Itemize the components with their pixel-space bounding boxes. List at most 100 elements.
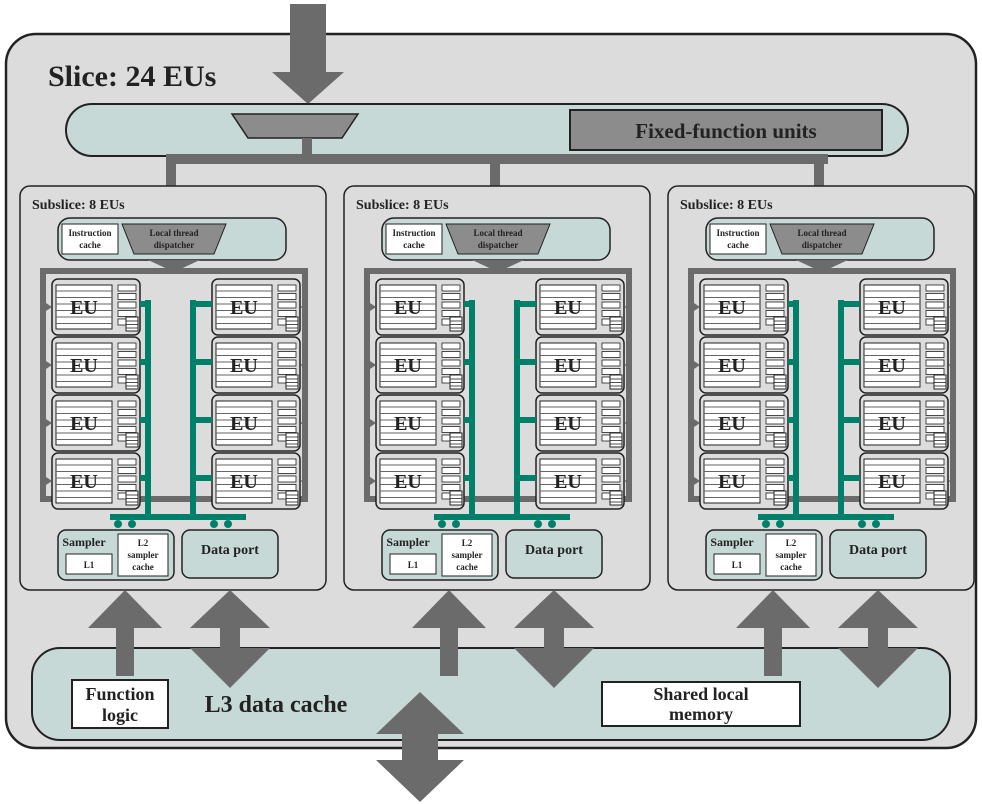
sampler-up-arrow [88,590,162,676]
eu-register-file [863,400,921,446]
l2-line2: sampler [128,550,159,560]
local-thread-dispatcher-line2: dispatcher [802,240,843,250]
bus-node [210,520,218,528]
eu-send-unit [285,490,299,506]
eu-function-unit [925,351,945,358]
eu-function-unit [117,368,137,375]
bus-left [145,300,151,518]
l1-label: L1 [732,560,743,570]
eu-thread-arrow [300,361,308,369]
eu-label: EU [394,471,422,493]
bus-node [872,520,880,528]
eu-thread-arrow [694,361,700,369]
eu-label: EU [70,297,98,319]
eu-function-unit [925,426,945,433]
l1-label: L1 [84,560,95,570]
eu-label: EU [878,471,906,493]
eu-function-unit [765,417,785,425]
eu-function-unit [601,417,621,425]
subslice-title: Subslice: 8 EUs [32,198,125,213]
eu-bus-link [788,359,799,365]
eu-thread-arrow [694,303,700,311]
bus-node [534,520,542,528]
eu-thread-arrow [46,477,52,485]
bus-node [114,520,122,528]
eu-register-file [539,342,597,388]
eu-register-file [703,400,761,446]
l2-line3: cache [456,562,478,572]
function-logic-line1: Function [85,684,154,704]
sampler-up-arrow [736,590,810,676]
eu-function-unit [925,301,945,309]
bus-node [452,520,460,528]
instruction-cache-line2: cache [79,240,101,250]
eu-register-file [863,284,921,330]
eu-function-unit [277,409,297,416]
eu-function-unit [765,301,785,309]
eu-label: EU [554,413,582,435]
eu-block: EU [46,278,151,336]
eu-thread-arrow [624,361,632,369]
eu-function-unit [277,458,297,466]
eu-function-unit [117,409,137,416]
function-logic-box [71,679,169,729]
eu-thread-arrow [46,303,52,311]
subslice-feed-line [814,154,824,188]
data-port-label: Data port [849,543,907,558]
eu-send-unit [609,432,623,448]
eu-send-unit [285,374,299,390]
l2-line1: L2 [462,538,473,548]
eu-function-unit [441,301,461,309]
l3-cache-bar [31,647,951,741]
eu-function-unit [925,475,945,483]
eu-send-unit [125,316,139,332]
eu-block: EU [694,394,799,452]
subslice-feed-line [490,154,500,188]
l1-box [713,553,761,575]
top-input-arrow [272,4,344,104]
data-port-bidirectional-arrow [514,590,594,688]
eu-function-unit [117,351,137,358]
eu-block: EU [694,278,799,336]
eu-thread-arrow [624,303,632,311]
eu-block: EU [46,336,151,394]
eu-bus-link [196,301,212,307]
eu-bus-link [464,475,475,481]
eu-register-file [539,284,597,330]
eu-function-unit [441,400,461,408]
eu-function-unit [601,368,621,375]
eu-send-unit [449,432,463,448]
eu-block: EU [196,394,308,452]
data-port-box [505,529,603,579]
sampler-label: Sampler [62,535,106,549]
eu-function-unit [925,342,945,350]
eu-function-unit [765,359,785,367]
bus-node [776,520,784,528]
eu-send-unit [773,432,787,448]
eu-thread-arrow [694,419,700,427]
l1-box [65,553,113,575]
eu-thread-arrow [694,477,700,485]
bus-bottom [758,514,894,520]
eu-bus-link [464,417,475,423]
eu-thread-arrow [370,477,376,485]
thread-frame-right [626,268,632,502]
eu-send-unit [609,374,623,390]
l2-line2: sampler [452,550,483,560]
shared-local-memory-line2: memory [669,704,733,724]
eu-label: EU [718,413,746,435]
eu-send-unit [933,432,947,448]
thread-frame-bottom [688,496,956,502]
bus-node [224,520,232,528]
eu-label: EU [230,355,258,377]
instruction-cache-line1: Instruction [68,228,111,238]
eu-bus-link [464,359,475,365]
eu-function-unit [601,484,621,491]
eu-bus-link [844,359,860,365]
eu-function-unit [765,458,785,466]
eu-block: EU [844,278,956,336]
eu-label: EU [878,413,906,435]
eu-function-unit [441,475,461,483]
eu-register-file [703,342,761,388]
bus-bottom [110,514,246,520]
